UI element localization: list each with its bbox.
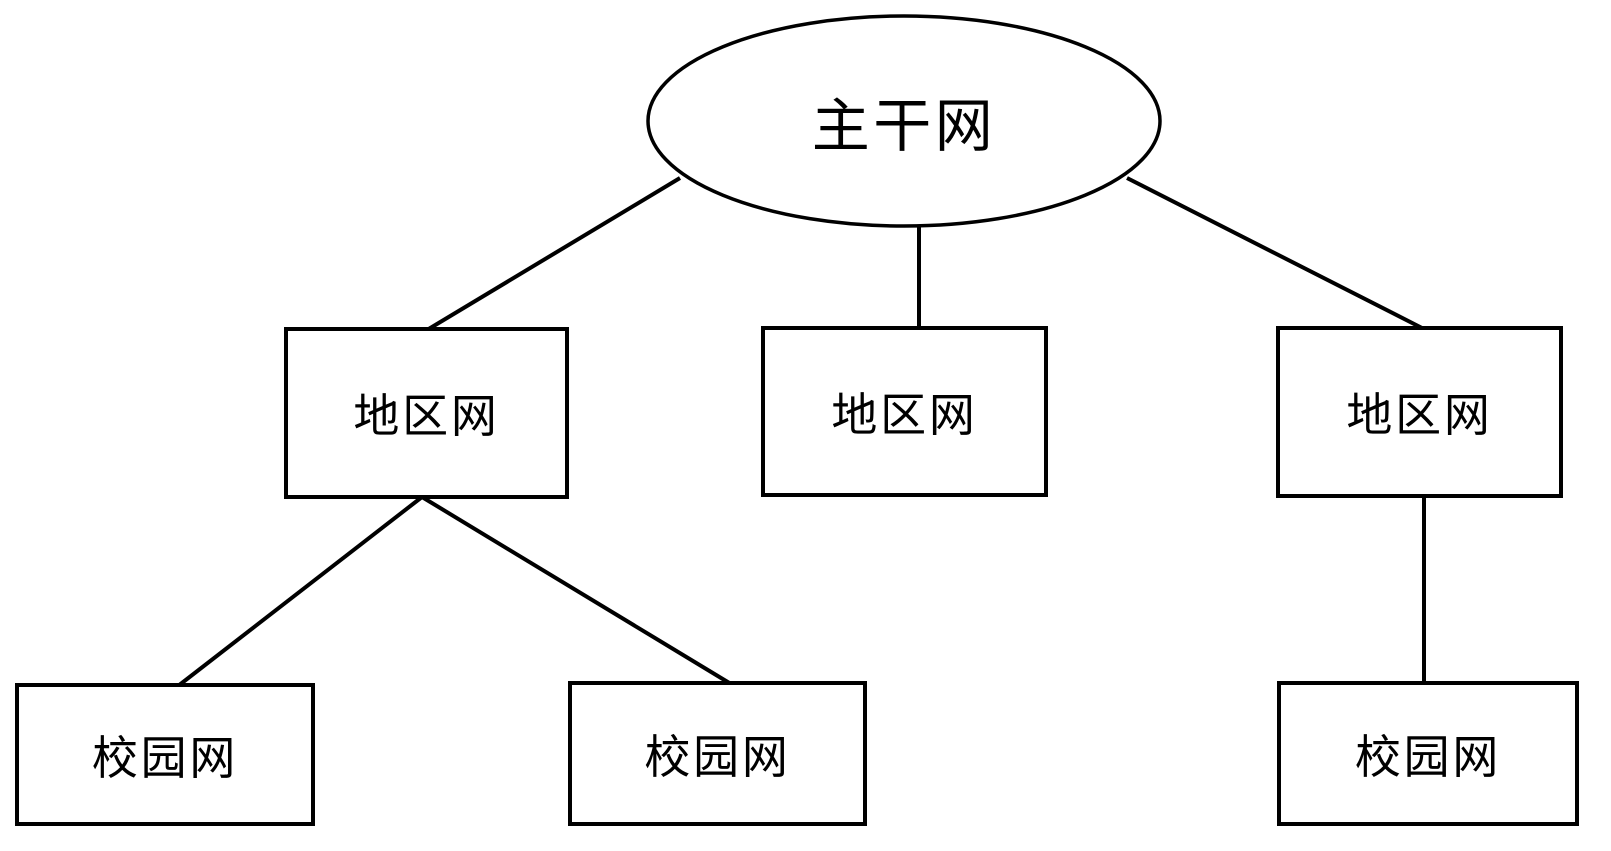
node-region-left-shape[interactable] [286,329,567,497]
edge-layer [176,176,1426,688]
node-campus-left-shape[interactable] [17,685,313,824]
edge-region-left-to-campus-left [176,495,424,688]
node-backbone-shape[interactable] [648,16,1160,226]
node-layer [17,16,1577,824]
node-campus-right-shape[interactable] [1279,683,1577,824]
node-campus-center-shape[interactable] [570,683,865,824]
edge-region-left-to-campus-center [420,495,733,686]
edge-backbone-to-region-left [425,176,682,332]
node-region-right-shape[interactable] [1278,328,1561,496]
node-region-center-shape[interactable] [763,328,1046,495]
edge-backbone-to-region-right [1126,176,1423,330]
